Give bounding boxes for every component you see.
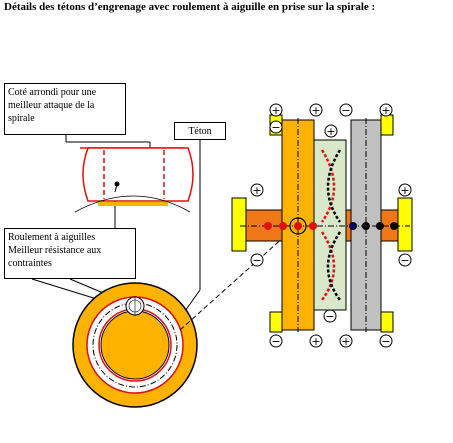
terminal-plus-3: +: [324, 124, 338, 138]
svg-text:−: −: [341, 104, 350, 117]
svg-text:+: +: [341, 335, 350, 348]
svg-text:+: +: [400, 184, 409, 197]
terminal-minus-3: −: [250, 253, 264, 267]
callout-teton: Téton: [174, 122, 226, 140]
terminal-plus-2: +: [309, 103, 323, 117]
terminal-plus-1: +: [269, 103, 283, 117]
svg-text:+: +: [311, 335, 320, 348]
terminal-plus-8: +: [339, 334, 353, 348]
svg-text:−: −: [400, 254, 409, 267]
teton-side-view: [74, 147, 194, 213]
leader-roulement-3: [31, 278, 101, 301]
diagram-title: Détails des tétons d’engrenage avec roul…: [4, 1, 376, 13]
terminal-minus-5: −: [323, 309, 337, 323]
dashed-connector: [179, 226, 296, 331]
svg-text:−: −: [271, 335, 280, 348]
svg-text:+: +: [381, 104, 390, 117]
terminal-minus-6: −: [269, 334, 283, 348]
svg-text:−: −: [325, 310, 334, 323]
bearing-end-view: [72, 282, 198, 408]
spiral-mechanism: [231, 114, 413, 333]
svg-text:−: −: [271, 121, 280, 134]
svg-text:−: −: [252, 254, 261, 267]
svg-text:+: +: [271, 104, 280, 117]
svg-text:+: +: [326, 125, 335, 138]
svg-text:−: −: [381, 335, 390, 348]
terminal-minus-1: −: [269, 120, 283, 134]
svg-text:+: +: [252, 184, 261, 197]
terminal-minus-2: −: [339, 103, 353, 117]
callout-rounded-side: Coté arrondi pour une meilleur attaque d…: [4, 83, 126, 135]
terminal-minus-4: −: [398, 253, 412, 267]
callout-needle-bearing: Roulement à aiguilles Meilleur résistanc…: [4, 228, 136, 279]
terminal-plus-5: +: [250, 183, 264, 197]
svg-text:+: +: [311, 104, 320, 117]
terminal-plus-4: +: [379, 103, 393, 117]
terminal-plus-6: +: [398, 183, 412, 197]
terminal-minus-7: −: [379, 334, 393, 348]
terminal-plus-7: +: [309, 334, 323, 348]
